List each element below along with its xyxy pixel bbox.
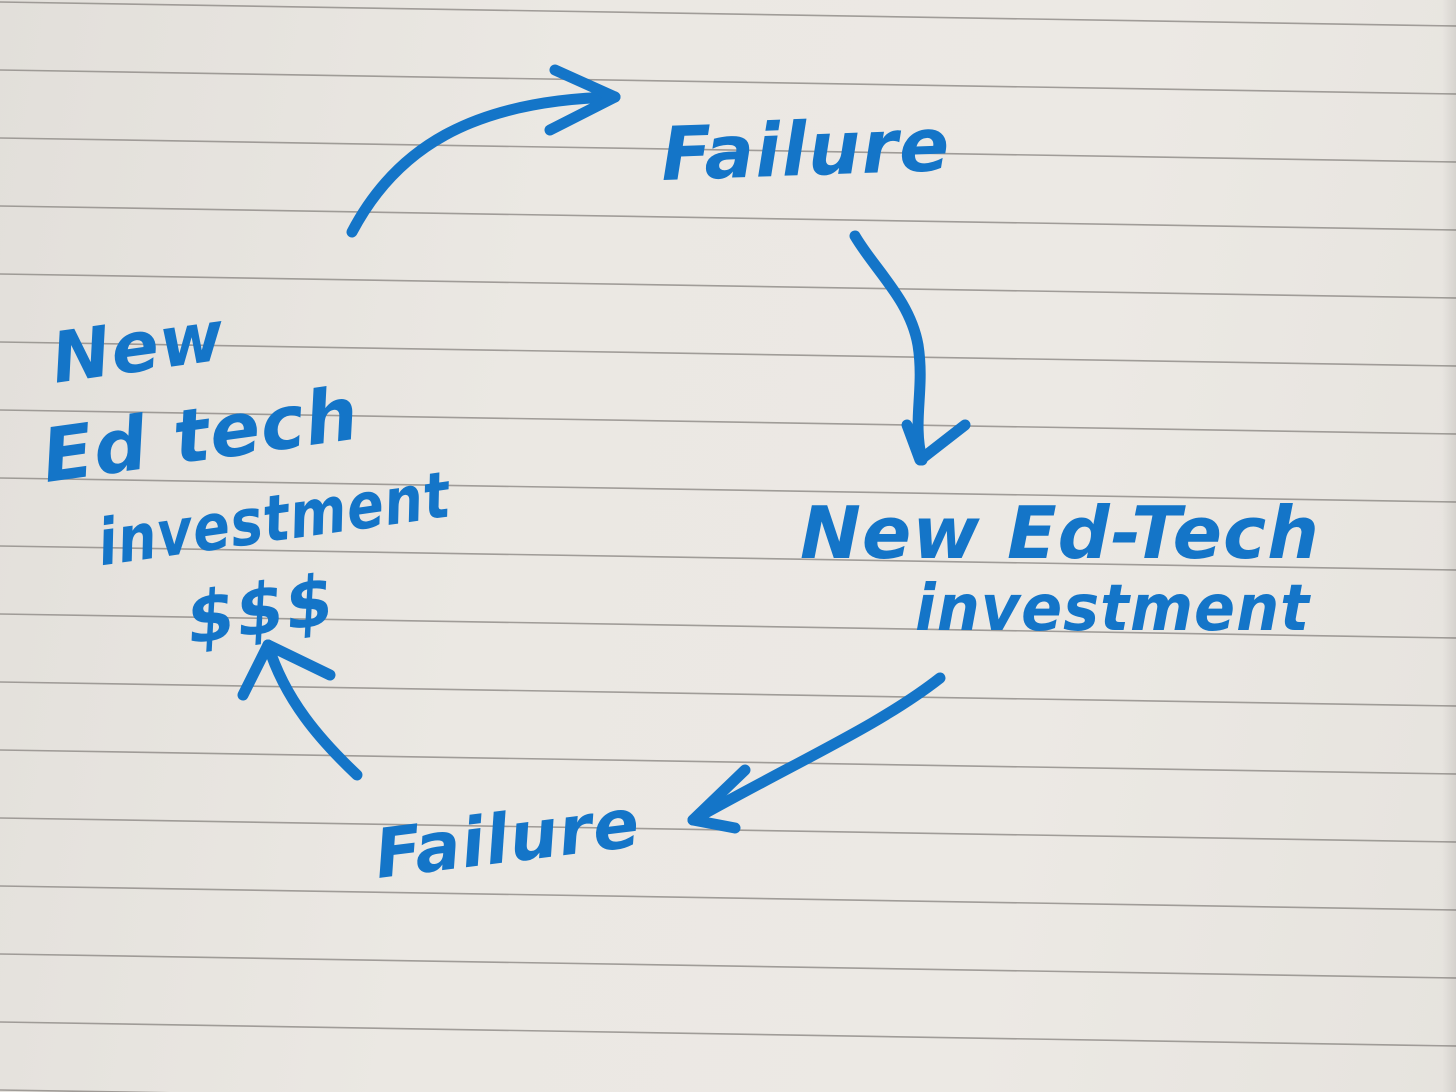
ruled-line	[0, 69, 1456, 95]
node-failure-top: Failure	[660, 102, 952, 198]
node-investment-left-line4: $$$	[181, 559, 340, 661]
ruled-line	[0, 341, 1456, 367]
edge-investment-right-to-failure-bottom	[687, 672, 946, 834]
ruled-line	[0, 613, 1456, 639]
node-failure-bottom: Failure	[370, 784, 644, 895]
arrowhead-icon	[544, 64, 621, 136]
ruled-line	[0, 885, 1456, 911]
ruled-line	[0, 273, 1456, 299]
arrowhead-icon	[237, 639, 336, 701]
edge-investment-left-to-failure-top	[346, 64, 621, 238]
arrowhead-icon	[901, 419, 971, 466]
ruled-line	[0, 477, 1456, 503]
arrow-shaft	[346, 91, 621, 238]
arrow-shaft	[687, 672, 946, 826]
node-investment-right-line1: New Ed-Tech	[800, 491, 1320, 575]
ruled-line	[0, 749, 1456, 775]
ruled-line	[0, 953, 1456, 979]
arrowhead-icon	[687, 764, 751, 834]
node-investment-right: New Ed-Tech investment	[800, 491, 1320, 646]
ruled-line	[0, 545, 1456, 571]
arrow-shaft	[262, 639, 363, 781]
node-investment-left: New Ed tech investment $$$	[37, 294, 457, 661]
page-edge-shadow	[1442, 0, 1456, 1092]
node-investment-left-line1: New	[46, 294, 229, 399]
node-investment-right-line2: investment	[915, 572, 1311, 646]
ruled-line	[0, 1021, 1456, 1047]
arrow-shaft	[849, 230, 928, 466]
ruled-line	[0, 409, 1456, 435]
ruled-line	[0, 137, 1456, 163]
edge-failure-bottom-to-investment-left	[237, 639, 363, 781]
edge-failure-top-to-investment-right	[849, 230, 971, 466]
ruled-line	[0, 1, 1456, 27]
ruled-line	[0, 205, 1456, 231]
